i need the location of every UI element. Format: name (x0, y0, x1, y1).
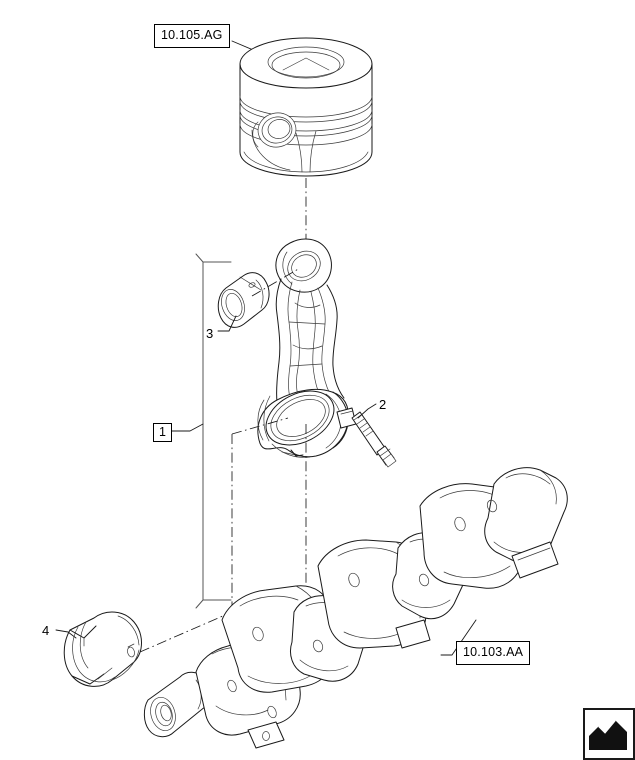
bearing-shells-part (63, 611, 142, 687)
assembly-group-bracket (171, 253, 232, 609)
reference-label-crankshaft[interactable]: 10.103.AA (456, 641, 531, 665)
callout-item-3-text: 3 (206, 326, 214, 341)
callout-item-2[interactable]: 2 (379, 398, 386, 411)
callout-3-leader (217, 315, 237, 332)
piston-part (239, 37, 373, 177)
crankshaft-ref-leader (440, 619, 477, 656)
bearing-centerline (139, 611, 233, 653)
connecting-rod-part (257, 238, 357, 458)
bushing-centerline (251, 267, 301, 297)
reference-label-piston[interactable]: 10.105.AG (154, 24, 230, 48)
callout-2-leader (357, 403, 377, 419)
callout-4-leader (55, 629, 77, 639)
rod-bolt-part (351, 411, 397, 468)
callout-item-4[interactable]: 4 (42, 624, 49, 637)
callout-item-1[interactable]: 1 (153, 423, 172, 442)
corner-logo-icon (589, 719, 627, 750)
callout-item-4-text: 4 (42, 623, 50, 638)
pin-bushing-part (217, 272, 270, 328)
callout-item-1-text: 1 (159, 425, 166, 440)
callout-item-3[interactable]: 3 (206, 327, 213, 340)
callout-item-2-text: 2 (379, 397, 387, 412)
crankshaft-part (143, 467, 568, 749)
reference-label-piston-text: 10.105.AG (161, 28, 223, 42)
reference-label-crankshaft-text: 10.103.AA (463, 645, 524, 659)
corner-logo-mark (583, 708, 635, 760)
